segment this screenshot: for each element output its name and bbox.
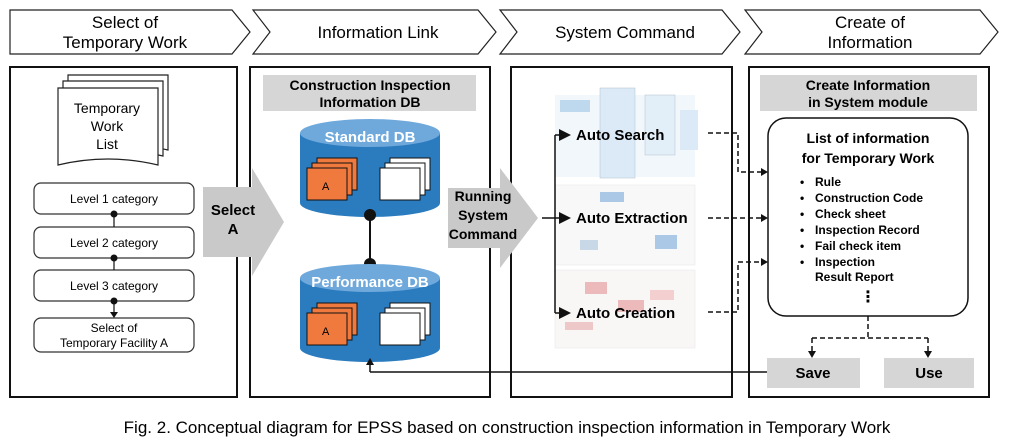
save-button[interactable] — [767, 358, 860, 388]
header-command-label: System Command — [555, 23, 695, 42]
save-label: Save — [795, 365, 830, 382]
db-title-line1: Construction Inspection — [290, 77, 451, 93]
header-link-label: Information Link — [318, 23, 439, 42]
item-bullet: • — [800, 175, 804, 189]
auto-extraction-label: Auto Extraction — [576, 210, 688, 227]
select-a-arrow: Select A — [203, 168, 284, 276]
db-title-box — [263, 75, 476, 111]
item-check-sheet: Check sheet — [815, 207, 886, 221]
item-result-report: Result Report — [815, 270, 894, 284]
item-inspection: Inspection — [815, 255, 875, 269]
info-list-title-line2: for Temporary Work — [802, 150, 935, 166]
temporary-work-list-doc: Temporary Work List — [57, 74, 169, 166]
running-line2: System — [458, 207, 508, 223]
info-list-items: • Rule • Construction Code • Check sheet… — [800, 175, 923, 306]
running-command-arrow: Running System Command — [448, 168, 538, 268]
header-command: System Command — [498, 9, 741, 55]
facility-line1: Select of — [91, 321, 138, 335]
item-bullet: • — [800, 223, 804, 237]
list-more-ellipsis: ⋮ — [860, 289, 876, 306]
connector-arrowhead-2 — [761, 214, 768, 222]
level-3-label: Level 3 category — [70, 279, 158, 293]
performance-db-label: Performance DB — [311, 274, 429, 291]
standard-db-label: Standard DB — [325, 129, 416, 146]
header-create: Create of Information — [743, 9, 999, 55]
connector-arrowhead-3 — [761, 258, 768, 266]
db-title-line2: Information DB — [319, 94, 420, 110]
item-bullet: • — [800, 191, 804, 205]
header-select-line1: Select of — [92, 13, 158, 32]
item-bullet: • — [800, 255, 804, 269]
connector-arrowhead-1 — [761, 168, 768, 176]
item-bullet: • — [800, 239, 804, 253]
command-bracket — [542, 129, 571, 319]
auto-search-label: Auto Search — [576, 127, 664, 144]
running-line1: Running — [455, 188, 512, 204]
create-title-box — [760, 75, 977, 111]
use-button[interactable] — [884, 358, 974, 388]
level-2-label: Level 2 category — [70, 236, 158, 250]
standard-db-cylinder: Standard DB A — [300, 119, 440, 217]
standard-doc-tag: A — [322, 181, 330, 193]
performance-doc-tag: A — [322, 326, 330, 338]
header-select: Select of Temporary Work — [9, 9, 251, 55]
select-a-line2: A — [228, 221, 239, 238]
header-select-line2: Temporary Work — [63, 33, 188, 52]
doc-label-line1: Temporary — [74, 100, 140, 116]
item-inspection-record: Inspection Record — [815, 223, 920, 237]
save-arrowhead — [808, 351, 816, 358]
db-link-dot-top — [364, 209, 376, 221]
item-fail-check: Fail check item — [815, 239, 901, 253]
item-rule: Rule — [815, 175, 841, 189]
use-label: Use — [915, 365, 943, 382]
doc-label-line2: Work — [91, 118, 124, 134]
item-construction-code: Construction Code — [815, 191, 923, 205]
save-feedback-line — [366, 358, 767, 373]
figure-caption: Fig. 2. Conceptual diagram for EPSS base… — [124, 418, 891, 437]
info-list-title-line1: List of information — [807, 130, 930, 146]
header-create-line1: Create of — [835, 13, 905, 32]
running-line3: Command — [449, 226, 517, 242]
doc-label-line3: List — [96, 136, 118, 152]
dashed-connectors — [708, 132, 762, 313]
level-1-label: Level 1 category — [70, 192, 158, 206]
facility-line2: Temporary Facility A — [60, 336, 168, 350]
select-a-line1: Select — [211, 202, 255, 219]
system-screenshots — [554, 87, 698, 349]
create-title-line2: in System module — [808, 94, 928, 110]
save-use-connector — [811, 316, 929, 352]
header-create-line2: Information — [827, 33, 912, 52]
item-bullet: • — [800, 207, 804, 221]
performance-db-cylinder: Performance DB A — [300, 264, 440, 362]
level-connectors — [110, 210, 118, 318]
create-title-line1: Create Information — [806, 77, 930, 93]
auto-creation-label: Auto Creation — [576, 305, 675, 322]
header-link: Information Link — [251, 9, 497, 55]
use-arrowhead — [924, 351, 932, 358]
